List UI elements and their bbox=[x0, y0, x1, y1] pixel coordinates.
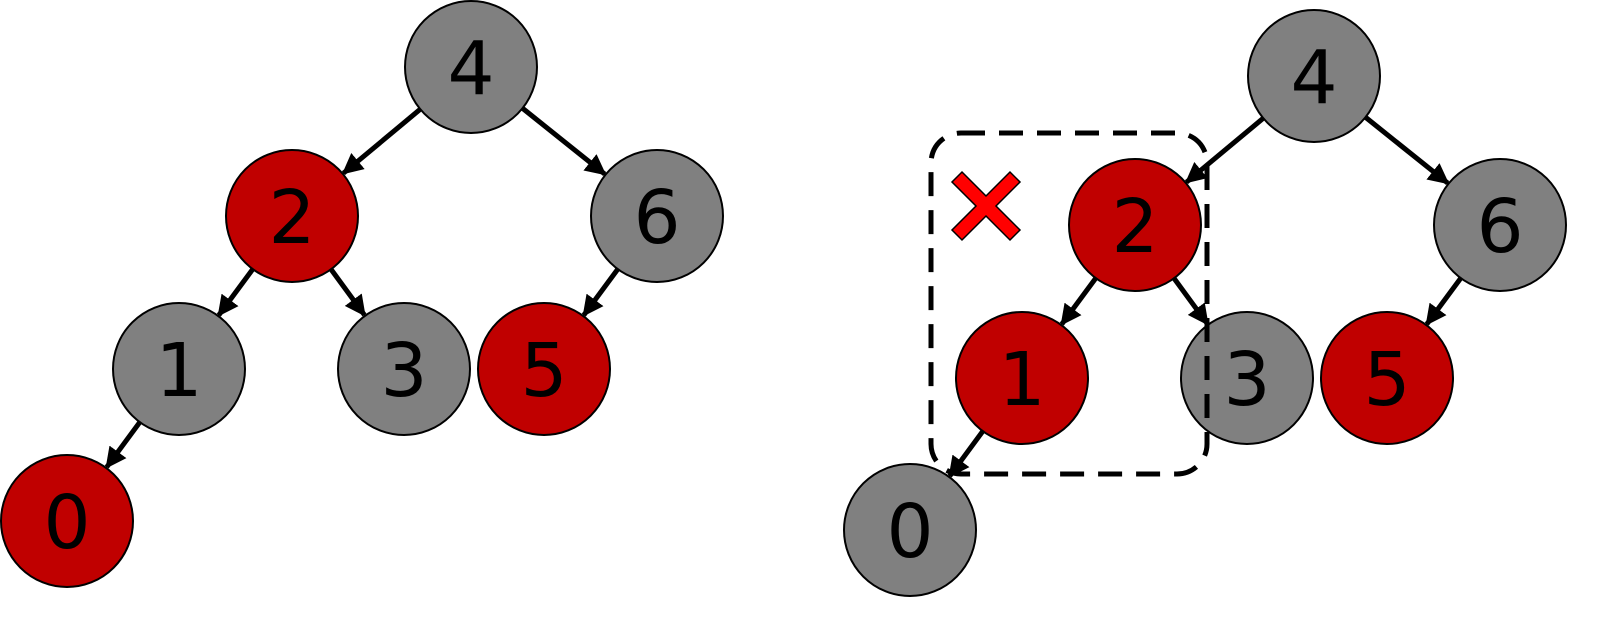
node-circle bbox=[1068, 158, 1202, 292]
node-circle bbox=[225, 149, 359, 283]
node-label: 3 bbox=[1223, 337, 1270, 423]
node-circle bbox=[0, 454, 134, 588]
node-label: 0 bbox=[43, 480, 90, 566]
node-circle bbox=[1433, 158, 1567, 292]
node-circle bbox=[112, 302, 246, 436]
tree-node-1: 1 bbox=[955, 311, 1089, 445]
node-label: 2 bbox=[268, 175, 315, 261]
edge-4-to-6 bbox=[1363, 115, 1450, 186]
node-label: 0 bbox=[886, 489, 933, 575]
node-circle bbox=[337, 302, 471, 436]
node-circle bbox=[843, 463, 977, 597]
tree-node-4: 4 bbox=[1247, 9, 1381, 143]
node-label: 5 bbox=[520, 328, 567, 414]
node-circle bbox=[1247, 9, 1381, 143]
violation-highlight-box bbox=[928, 130, 1210, 477]
tree-node-0: 0 bbox=[0, 454, 134, 588]
tree-node-6: 6 bbox=[590, 149, 724, 283]
edge-1-to-0 bbox=[104, 420, 142, 469]
tree-node-3: 3 bbox=[337, 302, 471, 436]
tree-node-5: 5 bbox=[477, 302, 611, 436]
node-circle bbox=[955, 311, 1089, 445]
node-label: 6 bbox=[1476, 184, 1523, 270]
node-label: 1 bbox=[998, 337, 1045, 423]
edge-1-to-0 bbox=[947, 429, 985, 478]
tree-after: 4 2 6 1 3 5 0 bbox=[843, 9, 1567, 597]
node-label: 5 bbox=[1363, 337, 1410, 423]
x-mark-icon bbox=[950, 170, 1022, 242]
tree-node-3: 3 bbox=[1180, 311, 1314, 445]
tree-node-1: 1 bbox=[112, 302, 246, 436]
edge-2-to-1 bbox=[216, 267, 255, 317]
node-circle bbox=[404, 0, 538, 134]
edge-6-to-5 bbox=[1424, 276, 1463, 326]
edge-2-to-3 bbox=[1171, 276, 1210, 326]
node-circle bbox=[477, 302, 611, 436]
tree-node-4: 4 bbox=[404, 0, 538, 134]
edge-4-to-2 bbox=[341, 107, 422, 176]
edge-4-to-2 bbox=[1184, 116, 1265, 185]
edge-4-to-6 bbox=[520, 106, 607, 177]
node-label: 3 bbox=[380, 328, 427, 414]
node-label: 4 bbox=[447, 26, 494, 112]
node-circle bbox=[1180, 311, 1314, 445]
tree-node-0: 0 bbox=[843, 463, 977, 597]
edge-2-to-3 bbox=[328, 267, 367, 317]
node-label: 2 bbox=[1111, 184, 1158, 270]
node-label: 1 bbox=[155, 328, 202, 414]
node-circle bbox=[590, 149, 724, 283]
node-label: 6 bbox=[633, 175, 680, 261]
tree-node-2: 2 bbox=[225, 149, 359, 283]
tree-node-6: 6 bbox=[1433, 158, 1567, 292]
node-label: 4 bbox=[1290, 35, 1337, 121]
tree-before: 4 2 6 1 3 5 0 bbox=[0, 0, 724, 588]
tree-node-2: 2 bbox=[1068, 158, 1202, 292]
node-circle bbox=[1320, 311, 1454, 445]
edge-6-to-5 bbox=[581, 267, 620, 317]
edge-2-to-1 bbox=[1059, 276, 1098, 326]
tree-node-5: 5 bbox=[1320, 311, 1454, 445]
